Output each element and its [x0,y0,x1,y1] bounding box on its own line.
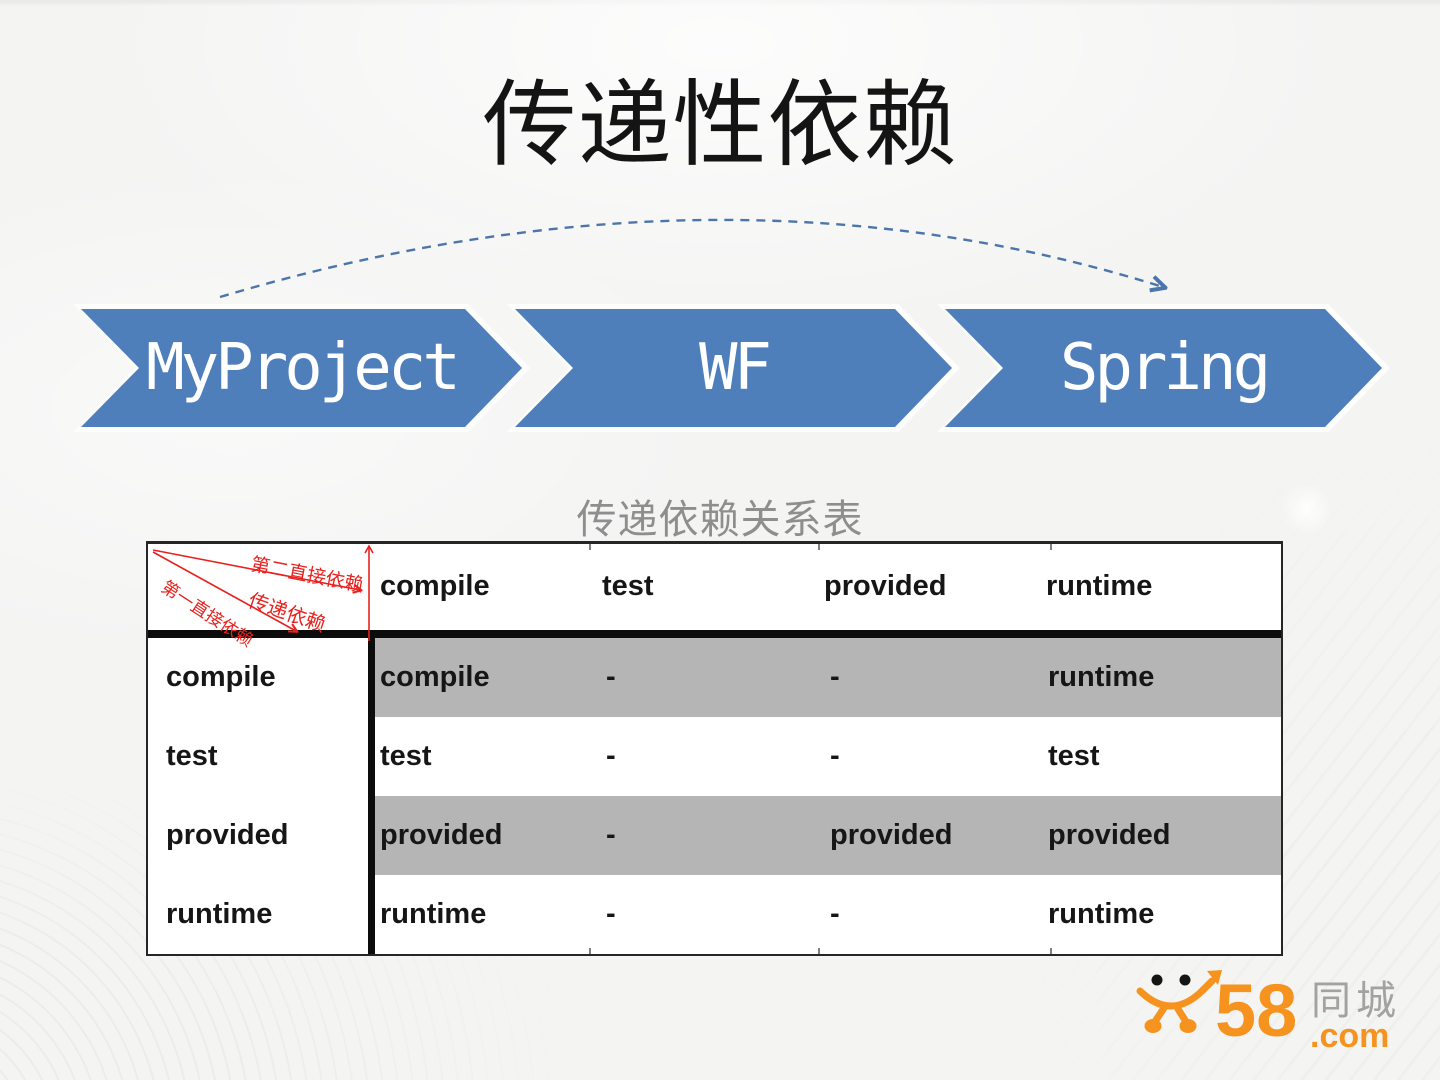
58-mascot-icon [1136,970,1222,1033]
table-row-test: test test - - test [148,717,1281,796]
chevron-label-wf: WF [698,331,769,405]
row-label: compile [166,661,276,693]
cell: - [606,819,616,851]
cell: provided [1048,819,1171,851]
logo-city-text: 同城 [1311,979,1401,1023]
cell: - [606,661,616,693]
corner-label-transitive: 传递依赖 [245,588,328,637]
cell: runtime [380,898,487,930]
chevron-label-spring: Spring [1059,331,1268,405]
cell: runtime [1048,898,1155,930]
table-row-compile: compile compile - - runtime [148,638,1281,717]
cell: test [1048,740,1100,772]
row-header-divider-bar [368,630,375,954]
table-row-provided: provided provided - provided provided [148,796,1281,875]
row-label: provided [166,819,289,851]
row-label: test [166,740,218,772]
corner-label-second-direct: 第二直接依赖 [249,553,365,596]
column-header-provided: provided [824,570,947,602]
chevron-spring: Spring [937,304,1390,432]
cell: - [606,740,616,772]
slide-title: 传递性依赖 [482,71,958,180]
column-header-compile: compile [380,570,490,602]
cell: provided [380,819,503,851]
cell: runtime [1048,661,1155,693]
dependency-table: compile test provided runtime 第二直接依赖 传递依… [146,541,1283,956]
cell: compile [380,661,490,693]
cell: - [830,898,840,930]
cell: provided [830,819,953,851]
chevron-label-myproject: MyProject [146,331,457,405]
chevron-wf: WF [507,304,960,432]
column-header-runtime: runtime [1046,570,1153,602]
transitive-dependency-arc [219,218,1200,299]
58-tongcheng-logo: 58 同城 .com [1136,969,1401,1055]
dashed-arc-path [219,218,1163,299]
column-header-test: test [602,570,654,602]
row-label: runtime [166,898,273,930]
table-caption: 传递依赖关系表 [576,497,864,543]
logo-domain-text: .com [1310,1017,1389,1055]
corner-label-first-direct: 第一直接依赖 [157,577,256,651]
logo-58-text: 58 [1215,969,1297,1052]
cell: - [830,661,840,693]
cell: - [830,740,840,772]
table-row-runtime: runtime runtime - - runtime [148,875,1281,954]
cell: test [380,740,432,772]
chevron-myproject: MyProject [73,304,530,432]
cell: - [606,898,616,930]
corner-annotations: 第二直接依赖 传递依赖 第一直接依赖 [152,544,374,651]
